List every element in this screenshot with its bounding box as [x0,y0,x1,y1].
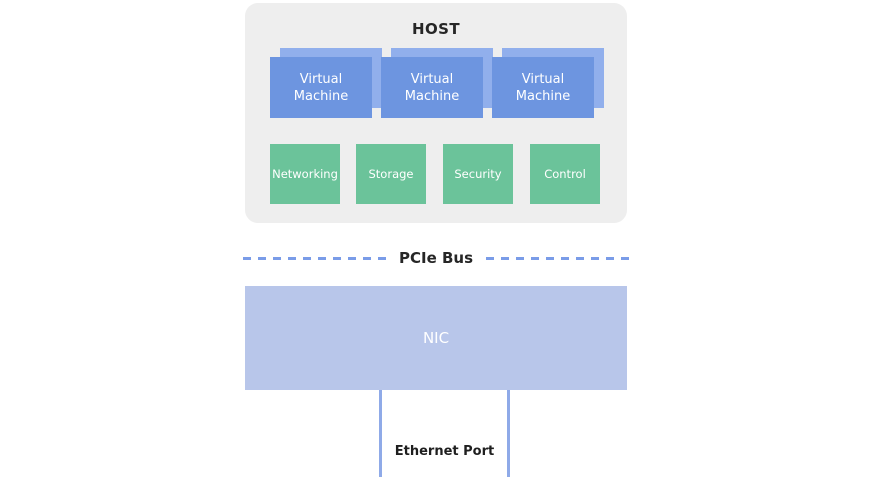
virtual-machine-label-line1: Virtual [521,71,565,87]
virtual-machine-2[interactable]: Virtual Machine [381,48,493,118]
pcie-bus: PCIe Bus [243,246,629,270]
ethernet-port-label: Ethernet Port [394,444,495,459]
nic-label: NIC [422,329,450,347]
virtual-machine-card[interactable]: Virtual Machine [492,57,594,118]
pcie-bus-dashed-line-left [243,256,388,260]
nic-box[interactable]: NIC [245,286,627,390]
service-box-security[interactable]: Security [443,144,513,204]
service-box-storage[interactable]: Storage [356,144,426,204]
virtual-machine-label-line2: Machine [515,88,571,104]
virtual-machine-label-line2: Machine [293,88,349,104]
virtual-machine-3[interactable]: Virtual Machine [492,48,604,118]
host-title: HOST [412,20,460,38]
virtual-machine-card[interactable]: Virtual Machine [270,57,372,118]
virtual-machine-label-line2: Machine [404,88,460,104]
host-panel: HOST Virtual Machine Virtual Machine [245,3,627,223]
virtual-machine-label-line1: Virtual [299,71,343,87]
virtual-machine-1[interactable]: Virtual Machine [270,48,382,118]
virtual-machine-card[interactable]: Virtual Machine [381,57,483,118]
virtual-machine-label-line1: Virtual [410,71,454,87]
ethernet-port-line-right [507,390,510,477]
host-service-row: Networking Storage Security Control [245,144,627,208]
service-box-control[interactable]: Control [530,144,600,204]
virtual-machine-row: Virtual Machine Virtual Machine [245,48,627,120]
service-box-networking[interactable]: Networking [270,144,340,204]
pcie-bus-label: PCIe Bus [398,249,474,267]
ethernet-port-line-left [379,390,382,477]
pcie-bus-dashed-line-right [484,256,629,260]
